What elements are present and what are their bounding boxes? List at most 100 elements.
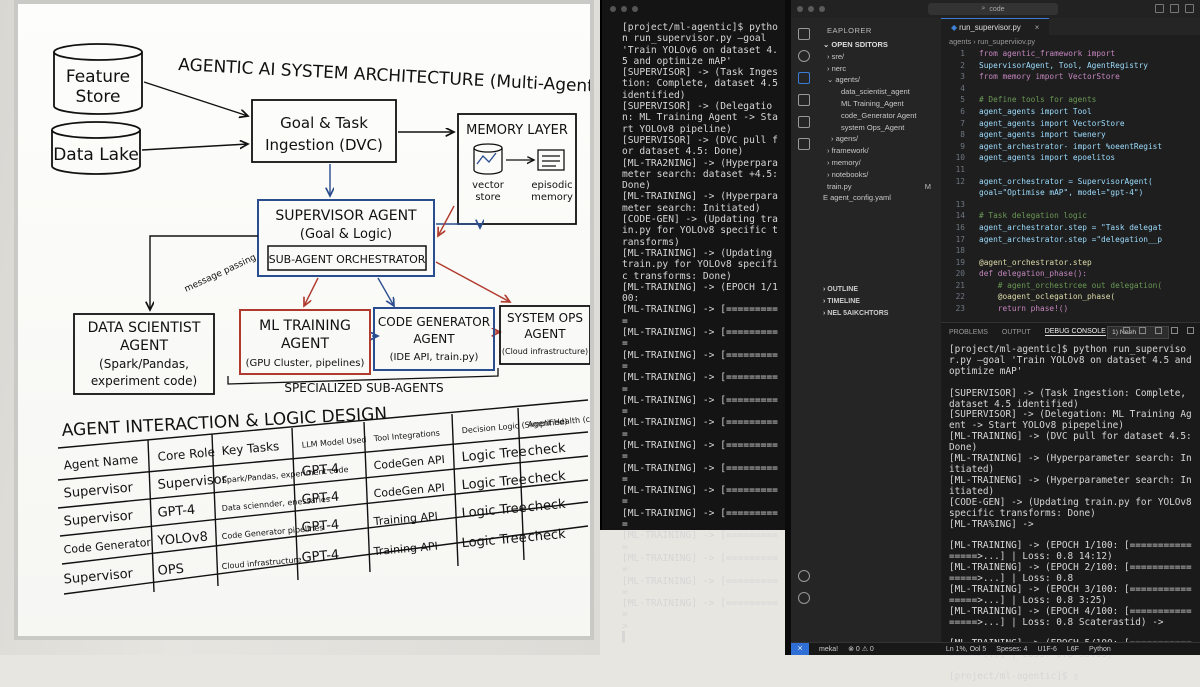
panel-toggle-icon[interactable] (1170, 4, 1179, 13)
code-line[interactable]: 23 return phase!() (941, 303, 1200, 315)
tab-debug-console[interactable]: DEBUG CONSOLE (1044, 328, 1106, 336)
trash-icon[interactable] (1155, 327, 1162, 334)
line-number: 17 (955, 234, 965, 244)
remote-icon[interactable] (798, 138, 810, 150)
vscode-titlebar: ⌕ code (791, 0, 1200, 18)
split-terminal-icon[interactable] (1139, 327, 1146, 334)
close-panel-icon[interactable] (1187, 327, 1194, 334)
account-icon[interactable] (798, 570, 810, 582)
minimize-dot-icon[interactable] (808, 6, 814, 12)
outline-section[interactable]: › OUTLINE (823, 286, 859, 293)
tree-item[interactable]: › agens/ (817, 133, 941, 145)
code-text: agent_archestrator- import %oeentRegist (979, 141, 1163, 151)
breadcrumb[interactable]: agents › run_superviiov.py (949, 37, 1036, 46)
code-editor: ◆ run_supervisor.py× agents › run_superv… (941, 17, 1200, 318)
maximize-panel-icon[interactable] (1171, 327, 1178, 334)
open-editors-section[interactable]: ⌄ OPEN SDITORS (823, 40, 888, 49)
timeline-section[interactable]: › TIMELINE (823, 298, 860, 305)
episodic-memory-icon (537, 149, 565, 171)
code-line[interactable]: 19@agent_orchestrator.step (941, 257, 1200, 269)
tree-item-label: ML Training_Agent (841, 98, 904, 108)
settings-gear-icon[interactable] (798, 592, 810, 604)
tree-item[interactable]: ML Training_Agent (817, 98, 941, 110)
code-line[interactable]: 4 (941, 83, 1200, 95)
table-cell: Logic Tree (461, 531, 527, 552)
tree-item[interactable]: system Ops_Agent (817, 122, 941, 134)
layout-toggle-icon[interactable] (1155, 4, 1164, 13)
tree-item[interactable]: code_Generator Agent (817, 110, 941, 122)
tab-problems[interactable]: PROBLEMS (949, 328, 988, 336)
tree-item[interactable]: › notebooks/ (817, 169, 941, 181)
extensions-icon[interactable] (798, 116, 810, 128)
supervisor-label-1: SUPERVISOR AGENT (275, 208, 417, 224)
split-toggle-icon[interactable] (1185, 4, 1194, 13)
code-line[interactable]: 18 (941, 245, 1200, 257)
code-text: # Define tools for agents (979, 95, 1097, 105)
close-tab-icon[interactable]: × (1034, 22, 1040, 32)
status-cursor[interactable]: Ln 1%, Ool 5 (945, 645, 987, 653)
tree-item[interactable]: ⌄ agents/ (817, 74, 941, 86)
tree-item[interactable]: data_scientist_agent (817, 86, 941, 98)
code-line[interactable]: 21 # agent_orchestrcee out delegation( (941, 280, 1200, 292)
search-icon[interactable] (798, 50, 810, 62)
maximize-dot-icon[interactable] (819, 6, 825, 12)
tree-item[interactable]: › memory/ (817, 157, 941, 169)
terminal-select[interactable]: 1) Neeh (1107, 326, 1169, 339)
collapsed-section[interactable]: › NEL 5AIKCHTORS (823, 310, 889, 317)
tree-item[interactable]: › nerc (817, 63, 941, 75)
explorer-files-icon[interactable] (798, 28, 810, 40)
code-text: goal="Optimise mAP", model="gpt-4") (979, 188, 1144, 198)
message-passing-label: message passing (183, 253, 258, 295)
code-line[interactable]: 11 (941, 164, 1200, 176)
code-line[interactable]: goal="Optimise mAP", model="gpt-4") (941, 187, 1200, 199)
table-cell: GPT-4 (157, 503, 196, 521)
terminal-window[interactable]: [project/ml-agentic]$ python run_supervi… (600, 0, 787, 643)
add-terminal-icon[interactable] (1123, 327, 1130, 334)
status-spaces[interactable]: Speses: 4 (996, 645, 1028, 653)
command-search[interactable]: ⌕ code (928, 3, 1058, 15)
maximize-dot-icon[interactable] (632, 6, 638, 12)
supervisor-label-2: (Goal & Logic) (300, 227, 392, 242)
run-debug-icon[interactable] (798, 94, 810, 106)
code-line[interactable]: 22 @oagent_oclegation_phase( (941, 291, 1200, 303)
source-control-icon[interactable] (798, 72, 810, 84)
close-dot-icon[interactable] (610, 6, 616, 12)
status-encoding[interactable]: U1F-6 (1037, 645, 1057, 653)
tree-item[interactable]: E agent_config.yaml (817, 192, 941, 204)
code-line[interactable]: 5# Define tools for agents (941, 94, 1200, 106)
code-line[interactable]: 13 (941, 199, 1200, 211)
status-problems[interactable]: ⊗ 0 ⚠ 0 (848, 646, 874, 653)
data-scientist-box (73, 313, 215, 395)
code-line[interactable]: 14# Task delegation logic (941, 210, 1200, 222)
minimize-dot-icon[interactable] (621, 6, 627, 12)
tree-item[interactable]: › framework/ (817, 145, 941, 157)
tree-item[interactable]: › sre/ (817, 51, 941, 63)
status-branch[interactable]: meka! (819, 645, 839, 653)
remote-indicator-icon[interactable]: ⨯ (791, 643, 809, 655)
data-scientist-label-3: (Spark/Pandas, (99, 357, 189, 371)
tab-run-supervisor[interactable]: ◆ run_supervisor.py× (941, 17, 1050, 36)
specialized-bracket (227, 368, 499, 385)
goal-task-label-1: Goal & Task (280, 114, 368, 132)
table-cell: Supervisor (63, 480, 134, 501)
close-dot-icon[interactable] (797, 6, 803, 12)
health-check-cell: check (527, 527, 567, 545)
tab-output[interactable]: OUTPUT (1001, 328, 1031, 336)
status-eol[interactable]: L6F (1066, 645, 1079, 653)
status-language[interactable]: Python (1088, 645, 1111, 653)
panel-tabs: PROBLEMS OUTPUT DEBUG CONSOLE 1) Neeh (941, 323, 1200, 341)
